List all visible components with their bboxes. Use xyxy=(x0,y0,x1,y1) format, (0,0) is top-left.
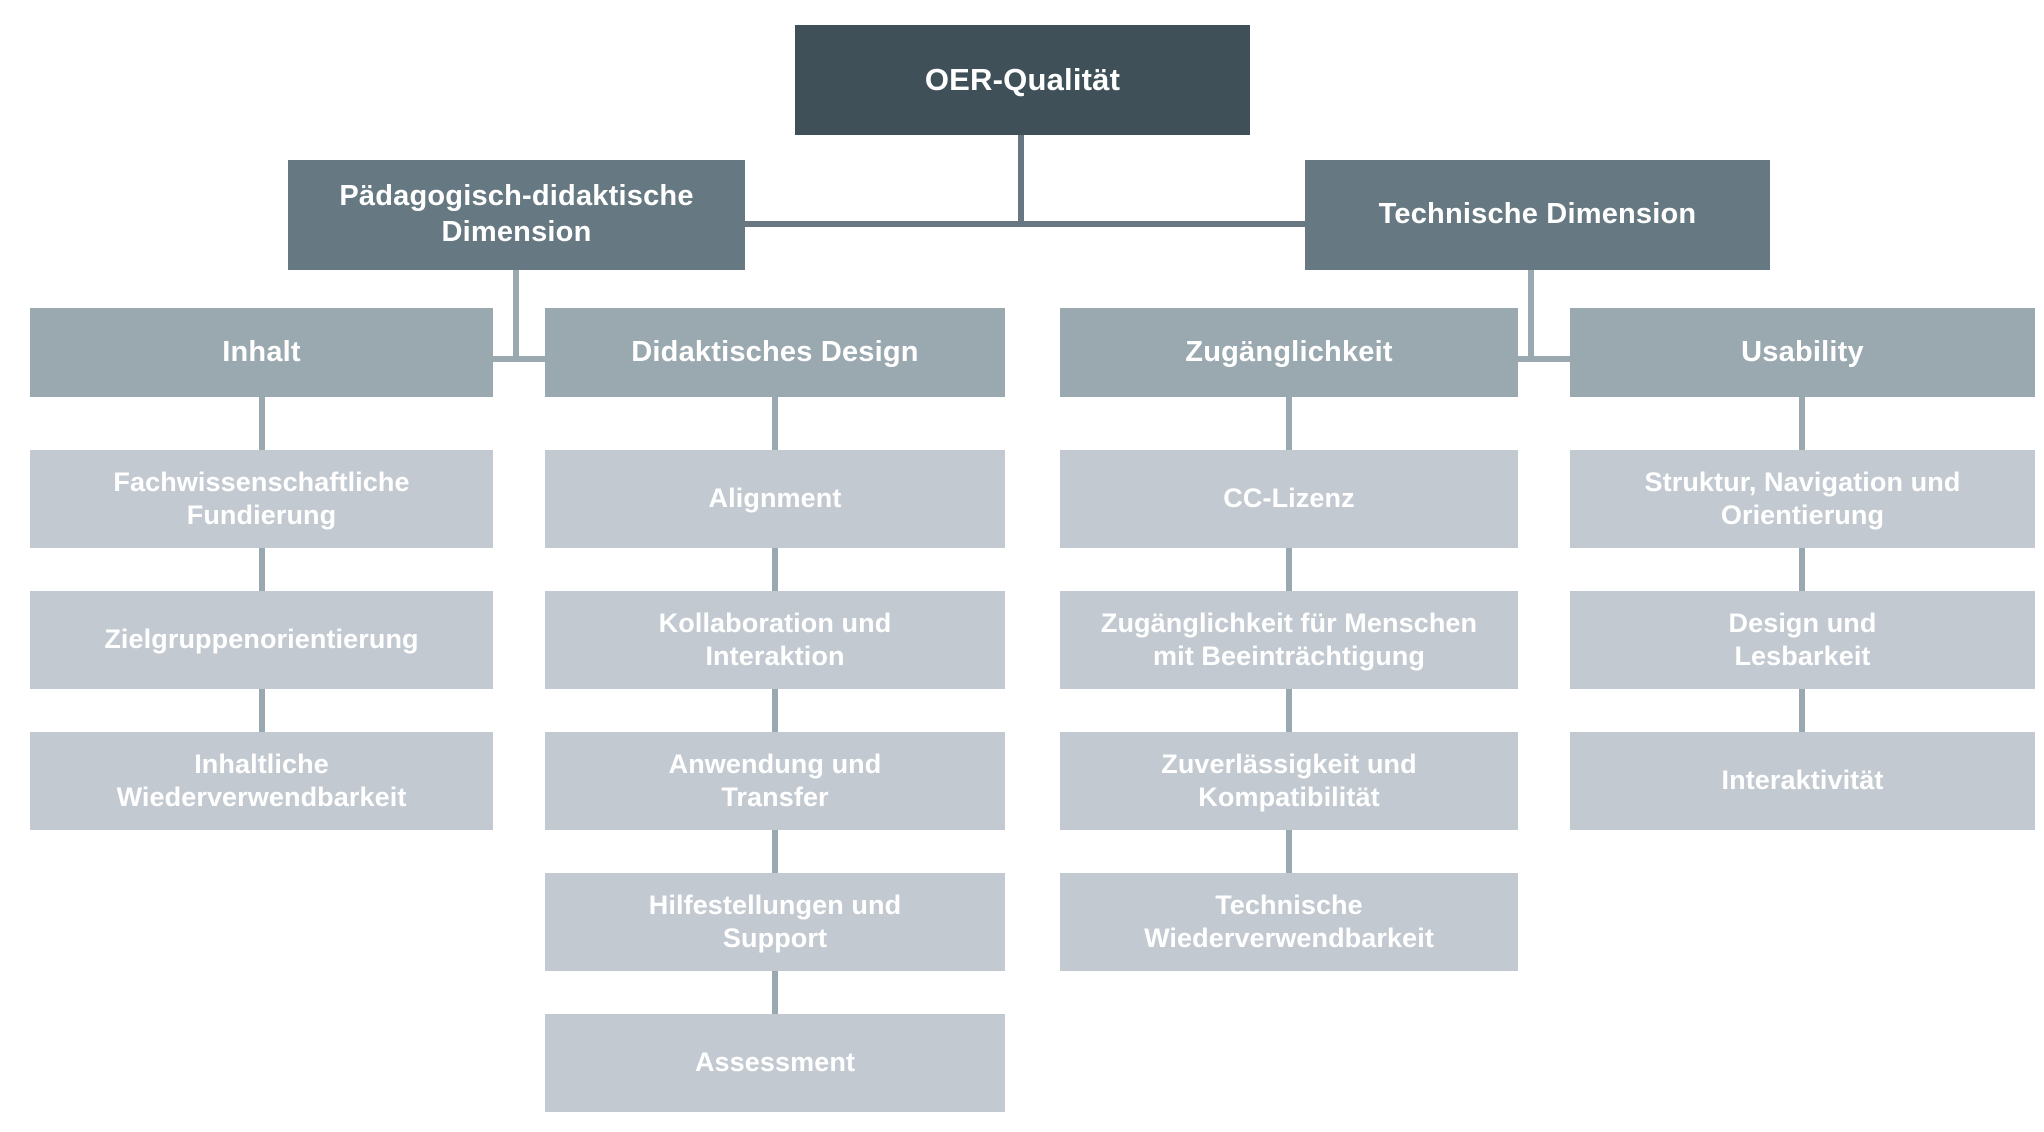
node-leaf-zugaenglichkeit-fuer-menschen-mit-beeintraechtigung[interactable]: Zugänglichkeit für Menschen mit Beeinträ… xyxy=(1060,591,1518,689)
connector-spine-inhalt xyxy=(259,375,265,732)
node-leaf-kollaboration-und-interaktion[interactable]: Kollaboration und Interaktion xyxy=(545,591,1005,689)
node-dimension-paedagogisch-didaktische[interactable]: Pädagogisch-didaktische Dimension xyxy=(288,160,745,270)
connector-pedagogic-vertical xyxy=(513,270,519,360)
node-leaf-zielgruppenorientierung[interactable]: Zielgruppenorientierung xyxy=(30,591,493,689)
node-leaf-cc-lizenz[interactable]: CC-Lizenz xyxy=(1060,450,1518,548)
connector-spine-usability xyxy=(1799,375,1805,732)
connector-root-vertical xyxy=(1018,135,1024,224)
connector-category-bus-right xyxy=(1512,356,1570,362)
connector-technical-vertical xyxy=(1528,270,1534,360)
node-category-zugaenglichkeit[interactable]: Zugänglichkeit xyxy=(1060,308,1518,397)
node-leaf-zuverlaessigkeit-und-kompatibilitaet[interactable]: Zuverlässigkeit und Kompatibilität xyxy=(1060,732,1518,830)
node-leaf-hilfestellungen-und-support[interactable]: Hilfestellungen und Support xyxy=(545,873,1005,971)
node-leaf-struktur-navigation-und-orientierung[interactable]: Struktur, Navigation und Orientierung xyxy=(1570,450,2035,548)
node-leaf-inhaltliche-wiederverwendbarkeit[interactable]: Inhaltliche Wiederverwendbarkeit xyxy=(30,732,493,830)
node-dimension-technische[interactable]: Technische Dimension xyxy=(1305,160,1770,270)
node-leaf-fachwissenschaftliche-fundierung[interactable]: Fachwissenschaftliche Fundierung xyxy=(30,450,493,548)
node-leaf-interaktivitaet[interactable]: Interaktivität xyxy=(1570,732,2035,830)
node-category-didaktisches-design[interactable]: Didaktisches Design xyxy=(545,308,1005,397)
connector-spine-didaktisches-design xyxy=(772,375,778,1014)
node-leaf-anwendung-und-transfer[interactable]: Anwendung und Transfer xyxy=(545,732,1005,830)
node-root-oer-qualitaet[interactable]: OER-Qualität xyxy=(795,25,1250,135)
node-leaf-technische-wiederverwendbarkeit[interactable]: Technische Wiederverwendbarkeit xyxy=(1060,873,1518,971)
connector-category-bus-left xyxy=(493,356,548,362)
connector-dimension-bus xyxy=(745,221,1305,227)
node-leaf-alignment[interactable]: Alignment xyxy=(545,450,1005,548)
node-category-inhalt[interactable]: Inhalt xyxy=(30,308,493,397)
node-leaf-design-und-lesbarkeit[interactable]: Design und Lesbarkeit xyxy=(1570,591,2035,689)
node-leaf-assessment[interactable]: Assessment xyxy=(545,1014,1005,1112)
node-category-usability[interactable]: Usability xyxy=(1570,308,2035,397)
